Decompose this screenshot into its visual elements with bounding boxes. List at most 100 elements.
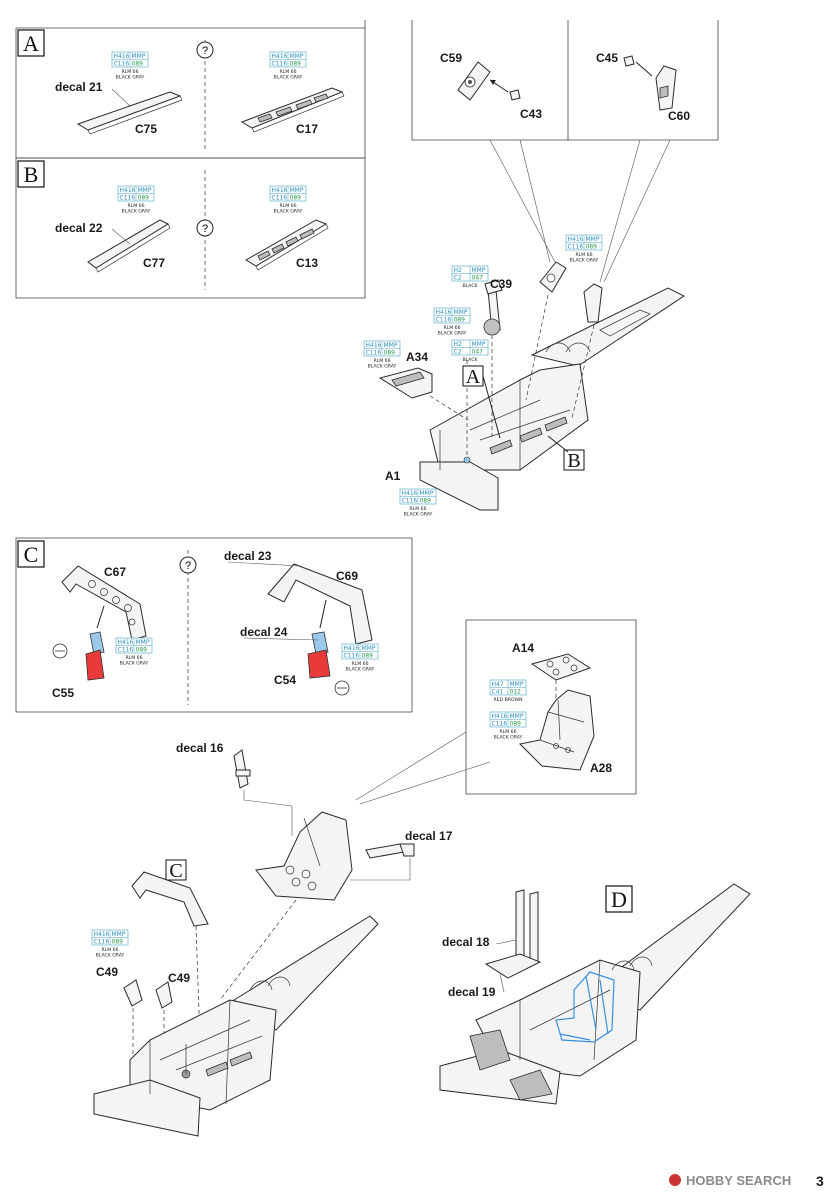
paint-name-1: RLM 66 (279, 69, 296, 75)
paint-brand-1: MMP (112, 931, 126, 938)
part-c55-label: C55 (52, 686, 74, 700)
paint-name-2: BLACK GRAY (346, 667, 375, 673)
paint-brand-1: MMP (290, 53, 304, 60)
paint-code-1: H416 (272, 53, 288, 60)
ref-c: C (169, 860, 182, 882)
paint-name-1: RLM 66 (499, 729, 516, 735)
part-c13-label: C13 (296, 256, 318, 270)
paint-brand-1: MMP (136, 639, 150, 646)
paint-brand-2: 089 (138, 195, 150, 202)
paint-code-2: C116 (344, 653, 360, 660)
paint-code-2: C116 (114, 61, 130, 68)
detail-box-top: C59 C43 C45 C60 (364, 20, 719, 283)
part-c54-label: C54 (274, 673, 296, 687)
part-c69-label: C69 (336, 569, 358, 583)
decal-18-label: decal 18 (442, 935, 490, 949)
panel-c: C ? C67 C55 decal 23 C69 decal 24 C54 (15, 537, 413, 713)
paint-brand-1: MMP (132, 53, 146, 60)
section-letter-d: D (611, 887, 627, 912)
paint-code-2: C116 (568, 244, 584, 251)
paint-code-1: H416 (492, 713, 508, 720)
paint-brand-2: 089 (420, 498, 432, 505)
part-a28-label: A28 (590, 761, 612, 775)
paint-brand-1: MMP (586, 236, 600, 243)
bottom-assembly: decal 16 decal 17 C C49 C49 (93, 741, 453, 1137)
part-c59-label: C59 (440, 51, 462, 65)
paint-name-1: RLM 66 (409, 506, 426, 512)
paint-name-1: BLACK (462, 357, 478, 363)
paint-code-2: C2 (454, 275, 462, 282)
decal-21-label: decal 21 (55, 80, 103, 94)
paint-brand-2: 089 (132, 61, 144, 68)
part-c75-label: C75 (135, 122, 157, 136)
seat-detail-box: A14 A28 (355, 619, 637, 805)
paint-name-1: RLM 66 (101, 947, 118, 953)
paint-brand-2: 089 (290, 195, 302, 202)
paint-code-2: C116 (120, 195, 136, 202)
paint-name-1: RLM 66 (351, 661, 368, 667)
paint-brand-1: MMP (454, 309, 468, 316)
paint-name-1: RLM 66 (127, 203, 144, 209)
paint-brand-2: 089 (290, 61, 302, 68)
section-letter-b: B (24, 162, 39, 187)
part-c49-left-label: C49 (96, 965, 118, 979)
paint-name-2: BLACK GRAY (274, 209, 303, 215)
paint-code-1: H2 (454, 341, 463, 348)
paint-code-1: H2 (454, 267, 463, 274)
paint-code-2: C116 (366, 350, 382, 357)
paint-brand-2: 089 (586, 244, 598, 251)
paint-brand-1: MMP (362, 645, 376, 652)
paint-code-1: H416 (366, 342, 382, 349)
part-c39-label: C39 (490, 277, 512, 291)
paint-code-2: C41 (492, 689, 504, 696)
paint-code-1: H416 (344, 645, 360, 652)
part-a14-label: A14 (512, 641, 534, 655)
option-symbol: ? (202, 45, 208, 57)
paint-brand-2: 089 (136, 647, 148, 654)
paint-name-1: RLM 66 (373, 358, 390, 364)
paint-brand-1: MMP (510, 713, 524, 720)
part-a1-label: A1 (385, 469, 401, 483)
paint-brand-1: MMP (510, 681, 524, 688)
paint-code-1: H416 (94, 931, 110, 938)
decal-16-label: decal 16 (176, 741, 224, 755)
paint-name-1: RLM 66 (575, 252, 592, 258)
paint-code-2: C116 (492, 721, 508, 728)
ref-a: A (466, 366, 481, 388)
paint-name-2: BLACK GRAY (116, 75, 145, 81)
paint-name-2: BLACK GRAY (120, 661, 149, 667)
paint-code-2: C116 (94, 939, 110, 946)
part-c49-right-label: C49 (168, 971, 190, 985)
paint-brand-2: 047 (472, 349, 484, 356)
paint-code-1: H416 (120, 187, 136, 194)
paint-code-1: H416 (402, 490, 418, 497)
option-symbol-b: ? (202, 223, 208, 235)
paint-code-2: C116 (272, 195, 288, 202)
paint-brand-2: 089 (384, 350, 396, 357)
paint-name-2: BLACK GRAY (122, 209, 151, 215)
main-assembly: C39 A34 A1 A B (378, 261, 685, 511)
decal-19-label: decal 19 (448, 985, 496, 999)
part-c45-label: C45 (596, 51, 618, 65)
decal-24-label: decal 24 (240, 625, 288, 639)
paint-brand-2: 089 (510, 721, 522, 728)
decal-17-label: decal 17 (405, 829, 453, 843)
paint-brand-2: 089 (454, 317, 466, 324)
paint-brand-1: MMP (472, 341, 486, 348)
paint-code-1: H416 (436, 309, 452, 316)
paint-brand-2: 012 (510, 689, 522, 696)
paint-code-2: C116 (272, 61, 288, 68)
panel-b: B ? decal 22 C77 C13 (15, 157, 366, 299)
paint-brand-1: MMP (420, 490, 434, 497)
